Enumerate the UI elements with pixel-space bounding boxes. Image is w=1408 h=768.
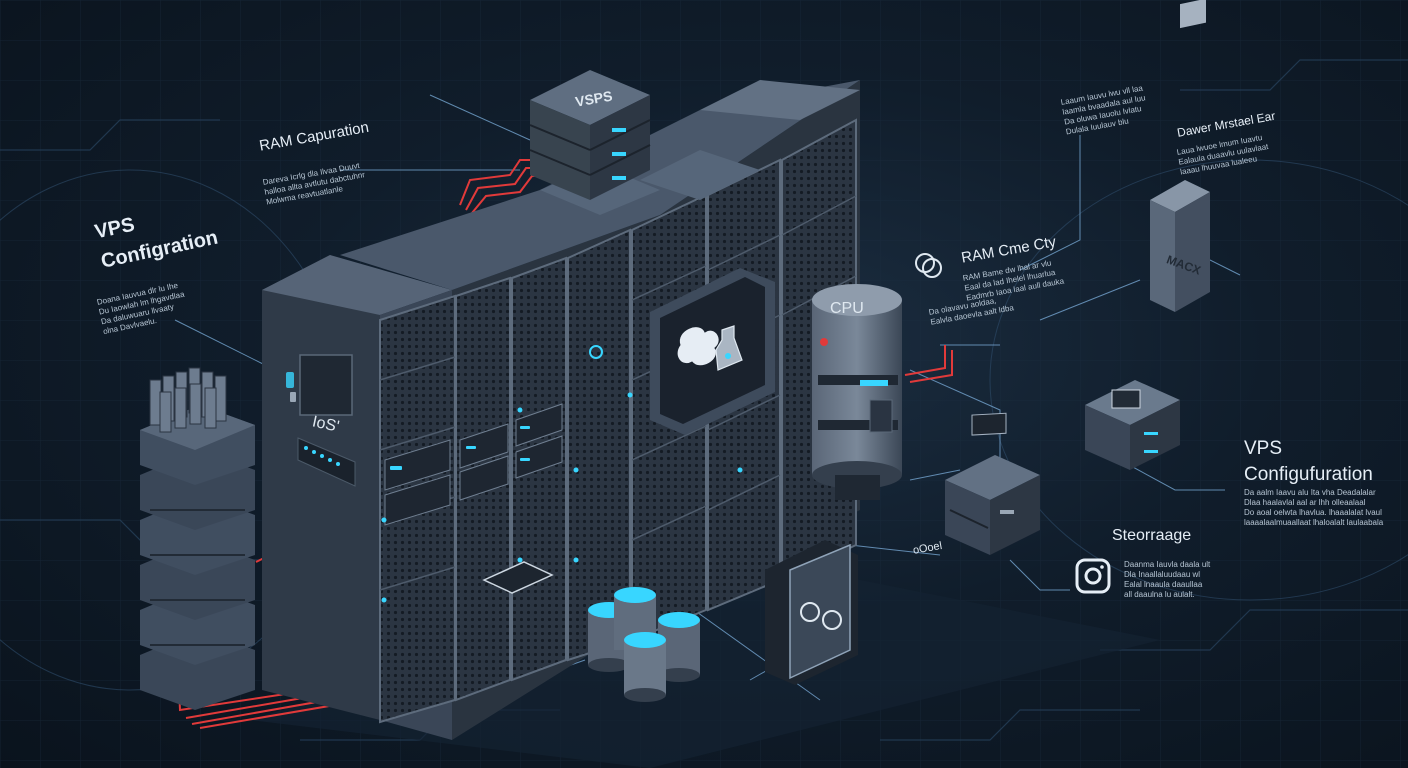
disk-icon [765,540,858,685]
floating-monitor [650,268,775,435]
text-vps-configuration: Da aalm Iaavu alu Ita vha Deadalalar Dla… [1244,488,1384,527]
left-stack-tower [140,367,255,710]
circuit-traces [0,59,1408,741]
right-server-box [1085,380,1180,470]
label-storage: Steorraage [1112,527,1192,544]
text-storage: Daanma Iauvla daala ult Dla Inaallaluuda… [1124,560,1211,599]
chip-tile [482,561,554,594]
label-cpu: CPU [830,300,864,317]
flask-icon [715,325,743,371]
ram-module-icon [1150,0,1210,312]
vsps-stack [529,70,651,200]
cpu-tower-icon [812,284,902,500]
brain-icon [676,326,720,367]
ring-logo-icon [915,253,942,278]
label-vps-configuration: VPS Configufuration [1244,438,1373,485]
chip-icon [945,412,1040,555]
storage-cylinders [588,587,700,702]
status-lights [381,345,743,603]
server-units [384,403,563,526]
instagram-icon [1075,558,1111,594]
